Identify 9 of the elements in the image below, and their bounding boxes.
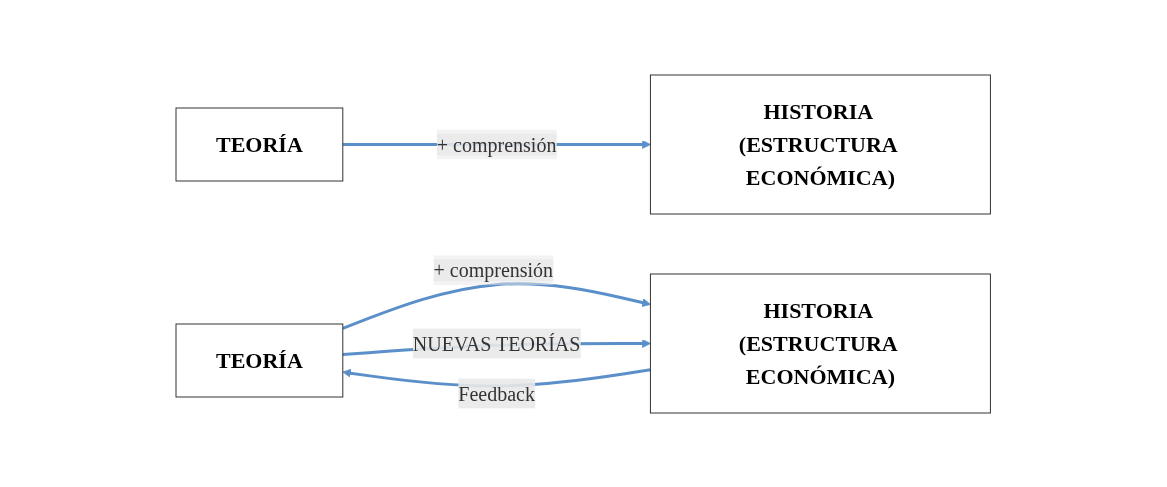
node-box: TEORÍA: [175, 107, 344, 181]
edge-label: Feedback: [458, 382, 536, 404]
node-box: HISTORIA (ESTRUCTURA ECONÓMICA): [650, 74, 992, 214]
node-box: HISTORIA (ESTRUCTURA ECONÓMICA): [650, 273, 992, 413]
arrow: [342, 281, 652, 330]
edge-label: + comprensión: [437, 133, 557, 155]
node-box: TEORÍA: [175, 323, 344, 397]
edge-label: + comprensión: [433, 258, 554, 281]
edge-label: NUEVAS TEORÍAS: [413, 332, 581, 354]
